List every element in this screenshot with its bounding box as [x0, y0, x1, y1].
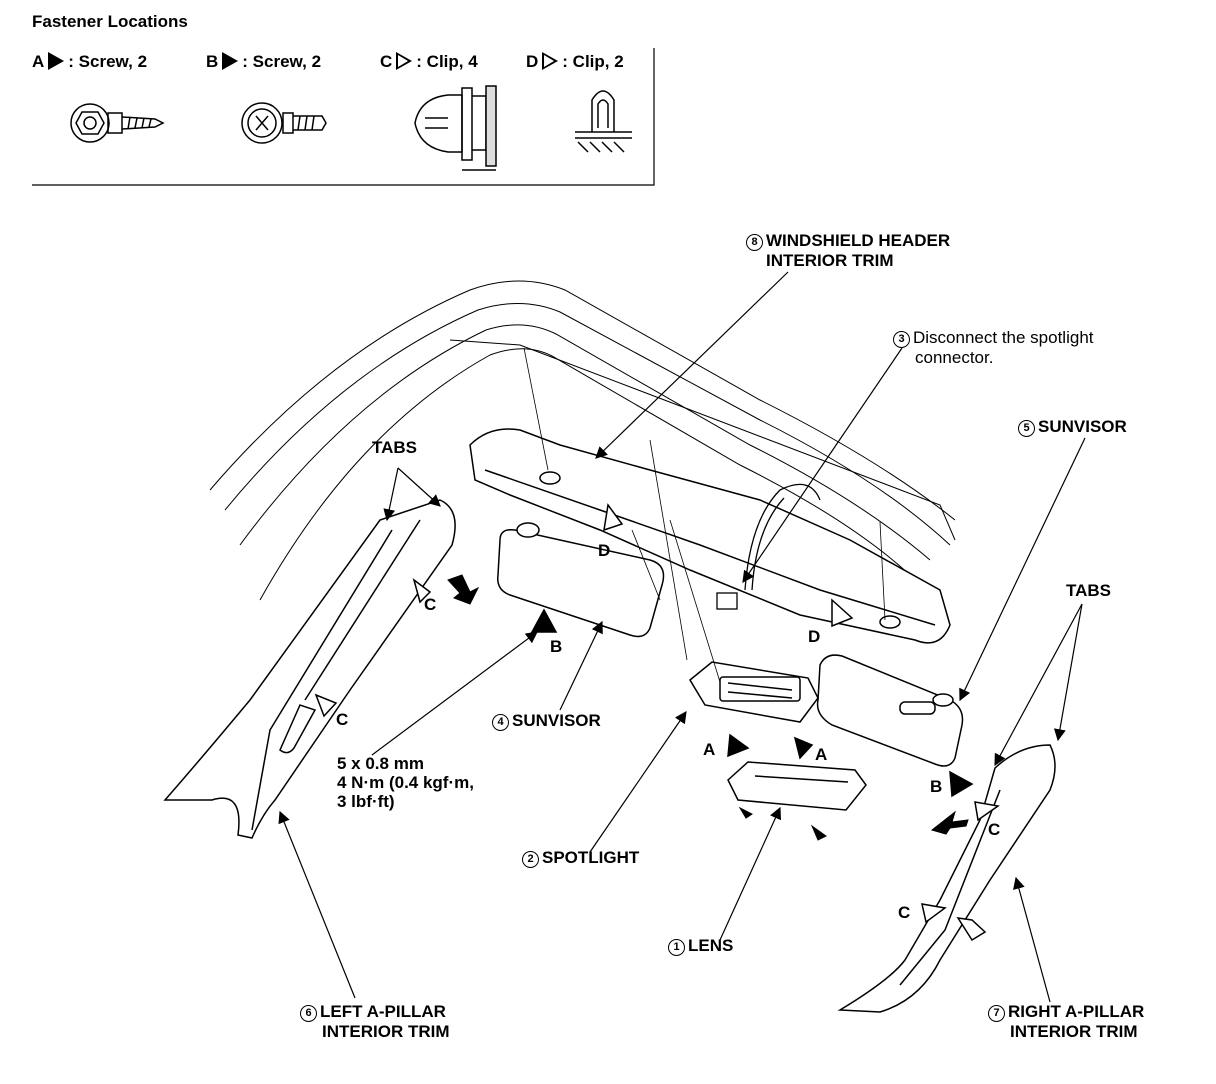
- fastener-legend-frame: [32, 48, 655, 186]
- tag-c: C: [898, 903, 910, 922]
- fastener-item-d: D : Clip, 2: [526, 52, 624, 72]
- leader-lines: [278, 271, 1086, 1003]
- lens-part: [727, 761, 867, 811]
- tag-a: A: [703, 740, 715, 759]
- fastener-desc: : Screw, 2: [68, 52, 148, 71]
- right-a-pillar-trim: [837, 744, 1056, 1013]
- fastener-title: Fastener Locations: [32, 12, 188, 31]
- fastener-desc: : Screw, 2: [242, 52, 322, 71]
- roof-outline: [209, 280, 956, 601]
- tag-d: D: [808, 627, 820, 646]
- left-a-pillar-trim: [163, 499, 456, 839]
- clip-d-icon: [575, 90, 632, 153]
- removal-arrows: [447, 574, 969, 841]
- fastener-letter-tags: D D B B A A C C C C: [336, 541, 1000, 922]
- fastener-item-a: A : Screw, 2: [32, 52, 147, 72]
- tag-a: A: [815, 745, 827, 764]
- tag-c: C: [424, 595, 436, 614]
- callout-tabs-right: TABS: [1066, 581, 1112, 600]
- callout-torque: 5 x 0.8 mm 4 N·m (0.4 kgf·m, 3 lbf·ft): [337, 754, 474, 811]
- left-sunvisor: [497, 522, 665, 638]
- tag-b: B: [930, 777, 942, 796]
- tag-c: C: [336, 710, 348, 729]
- open-triangle-icon: [396, 52, 413, 70]
- spotlight-assembly: [689, 661, 819, 723]
- fastener-item-c: C : Clip, 4: [380, 52, 478, 72]
- right-sunvisor: [816, 654, 964, 767]
- tag-b: B: [550, 637, 562, 656]
- fastener-letter: C: [380, 52, 393, 71]
- fastener-item-b: B : Screw, 2: [206, 52, 321, 72]
- tag-d: D: [598, 541, 610, 560]
- assembly-lines: [523, 347, 886, 683]
- tag-c: C: [988, 820, 1000, 839]
- fastener-desc: : Clip, 2: [562, 52, 624, 71]
- fastener-desc: : Clip, 4: [416, 52, 478, 71]
- fastener-markers: [314, 503, 1000, 924]
- callout-tabs-left: TABS: [372, 438, 418, 457]
- open-triangle-icon: [542, 52, 559, 70]
- screw-a-icon: [70, 103, 165, 143]
- fastener-letter: A: [32, 52, 45, 71]
- fastener-letter: D: [526, 52, 539, 71]
- filled-triangle-icon: [48, 52, 65, 70]
- screw-b-icon: [241, 102, 327, 144]
- clip-c-icon: [414, 85, 497, 171]
- fastener-letter: B: [206, 52, 219, 71]
- filled-triangle-icon: [222, 52, 239, 70]
